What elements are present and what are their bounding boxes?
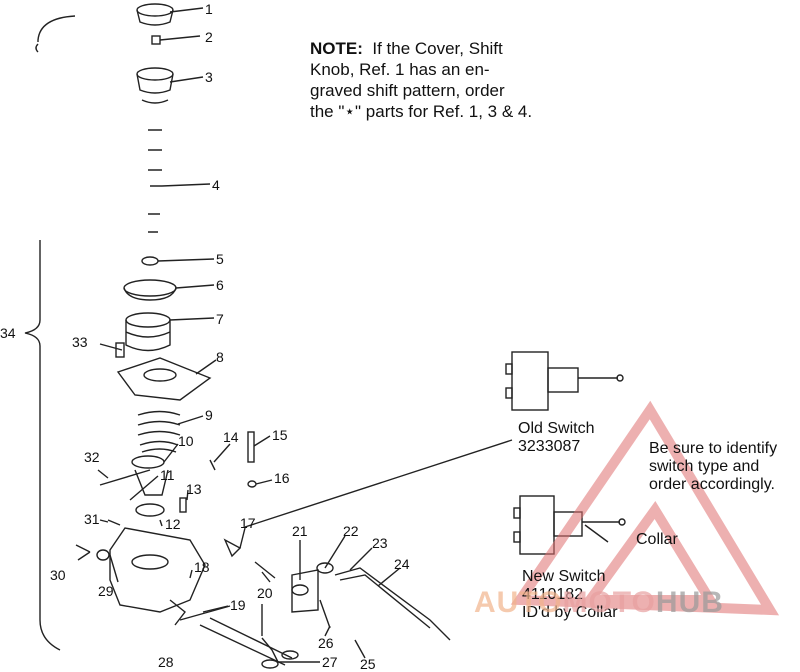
note-block: NOTE: If the Cover, Shift Knob, Ref. 1 h… (310, 38, 610, 122)
old-switch-part: 3233087 (518, 438, 581, 455)
callout-25: 25 (360, 656, 376, 672)
watermark-logo: AUTOMOTOHUB (474, 586, 724, 620)
callout-18: 18 (194, 559, 210, 575)
callout-11: 11 (160, 467, 175, 483)
callout-15: 15 (272, 427, 288, 443)
callout-32: 32 (84, 449, 100, 465)
callout-34: 34 (0, 325, 16, 341)
new-switch-title: New Switch (522, 568, 606, 585)
old-switch-label: Old Switch 3233087 (518, 420, 594, 456)
watermark-text-a: AUTO (474, 586, 563, 619)
callout-3: 3 (205, 69, 213, 85)
note-line-1: If the Cover, Shift (372, 39, 503, 58)
note-line-2: Knob, Ref. 1 has an en- (310, 60, 490, 79)
new-switch-note: ID'd by Collar (522, 604, 618, 621)
callout-33: 33 (72, 334, 88, 350)
note-line-4: the "⋆" parts for Ref. 1, 3 & 4. (310, 102, 533, 121)
new-switch-label: New Switch 4110182 ID'd by Collar (522, 568, 618, 622)
callout-16: 16 (274, 470, 290, 486)
callout-22: 22 (343, 523, 359, 539)
callout-10: 10 (178, 433, 194, 449)
new-switch-part: 4110182 (522, 586, 584, 603)
callout-13: 13 (186, 481, 202, 497)
callout-17: 17 (240, 515, 256, 531)
callout-23: 23 (372, 535, 388, 551)
callout-1: 1 (205, 1, 213, 17)
callout-8: 8 (216, 349, 224, 365)
callout-2: 2 (205, 29, 213, 45)
callout-4: 4 (212, 177, 220, 193)
callout-24: 24 (394, 556, 410, 572)
old-switch-title: Old Switch (518, 420, 595, 437)
callout-27: 27 (322, 654, 338, 670)
identify-line-1: Be sure to identify (649, 440, 778, 457)
callout-29: 29 (98, 583, 114, 599)
callout-20: 20 (257, 585, 273, 601)
callout-5: 5 (216, 251, 224, 267)
callout-12: 12 (165, 516, 181, 532)
callout-14: 14 (223, 429, 239, 445)
callout-21: 21 (292, 523, 308, 539)
callout-31: 31 (84, 511, 100, 527)
watermark-text-c: HUB (655, 586, 724, 619)
callout-19: 19 (230, 597, 246, 613)
callout-26: 26 (318, 635, 334, 651)
callout-30: 30 (50, 567, 66, 583)
identify-line-3: order accordingly. (649, 476, 775, 493)
callout-6: 6 (216, 277, 224, 293)
watermark-text-b: MOTO (562, 586, 656, 619)
collar-label: Collar (636, 531, 678, 548)
callout-28: 28 (158, 654, 174, 670)
identify-note: Be sure to identify switch type and orde… (649, 440, 777, 494)
callout-7: 7 (216, 311, 224, 327)
note-prefix: NOTE: (310, 39, 363, 58)
callout-9: 9 (205, 407, 213, 423)
identify-line-2: switch type and (649, 458, 760, 475)
note-line-3: graved shift pattern, order (310, 81, 505, 100)
